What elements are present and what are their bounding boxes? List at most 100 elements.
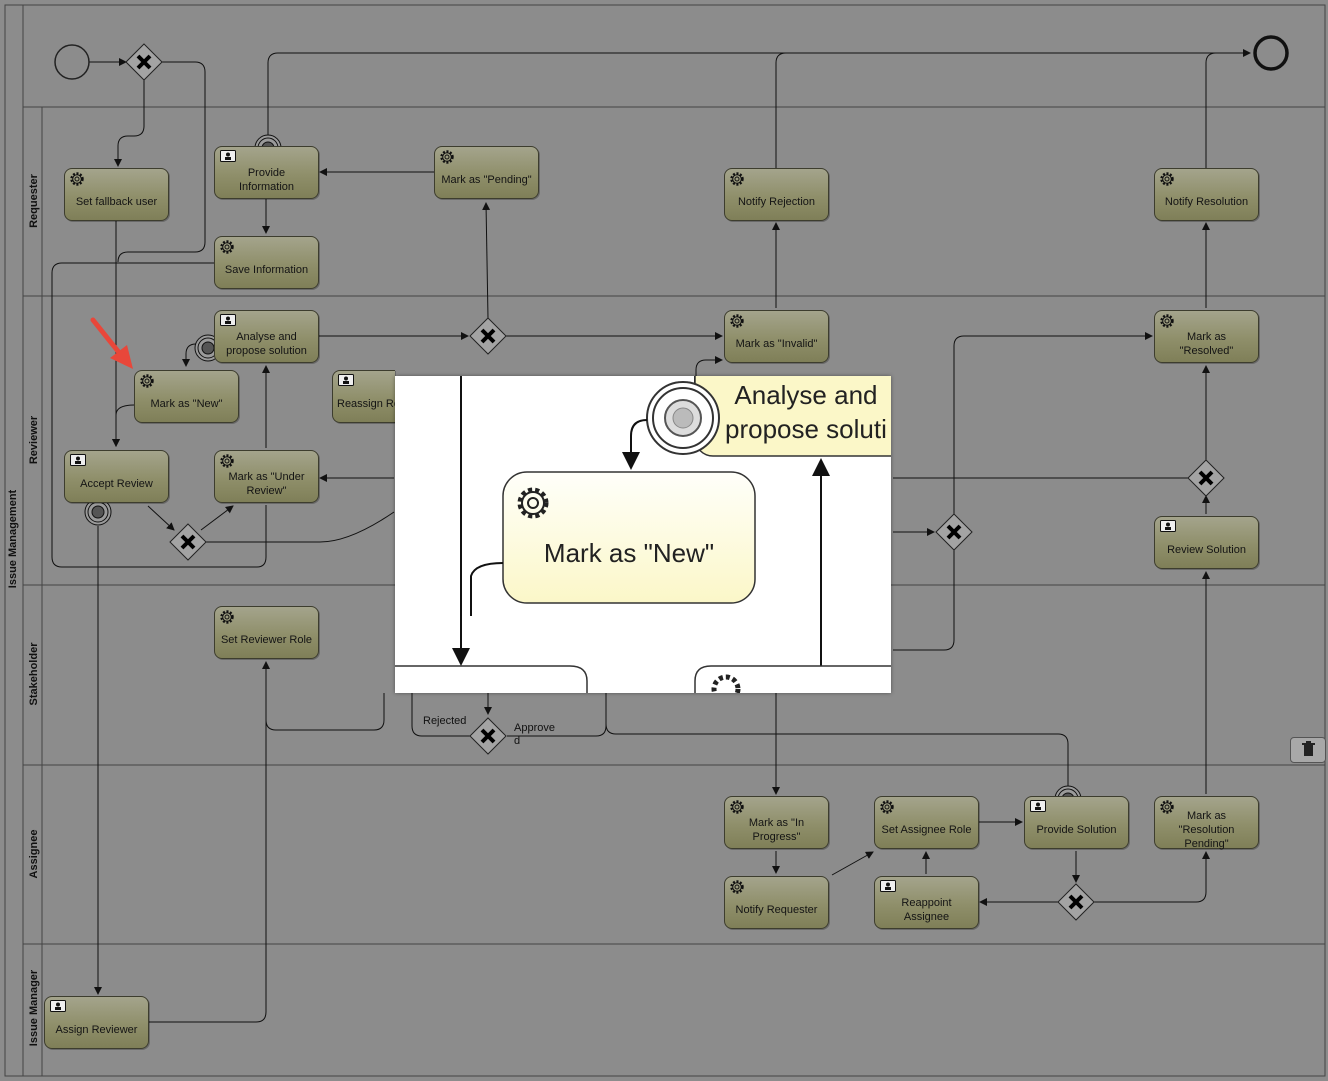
task-label: Assign Reviewer: [55, 1023, 138, 1036]
task-label: Reassign Re: [337, 397, 395, 410]
exclusive-gateway[interactable]: [469, 717, 507, 755]
flow: [893, 550, 955, 651]
gear-icon: [220, 610, 234, 627]
zoom-view: [395, 376, 891, 693]
flow: [51, 262, 267, 568]
zoom-gear-icon: [517, 487, 549, 519]
task-label: Notify Rejection: [737, 195, 816, 208]
trash-icon: [1302, 741, 1315, 756]
task-label: Mark as "In Progress": [748, 816, 805, 843]
lane-label-assignee: Assignee: [28, 829, 40, 879]
flow: [265, 662, 385, 731]
flow: [411, 693, 470, 737]
exclusive-gateway[interactable]: [469, 317, 507, 355]
flow: [695, 356, 723, 376]
gear-icon: [730, 800, 744, 817]
user-task-icon: [220, 314, 236, 329]
task-label: Review Solution: [1167, 543, 1246, 556]
task-provide-info[interactable]: Provide Information: [214, 146, 319, 199]
flow: [147, 505, 175, 531]
task-mark-pending[interactable]: Mark as "Pending": [434, 146, 539, 199]
flow-label-approved: Approve d: [514, 722, 555, 747]
zoom-analyse-label: Analyse and propose soluti: [725, 380, 887, 444]
gear-icon: [70, 172, 84, 189]
task-label: Provide Solution: [1036, 823, 1117, 836]
exclusive-gateway[interactable]: [1057, 883, 1095, 921]
exclusive-gateway[interactable]: [1187, 459, 1225, 497]
task-label: Mark as "Under Review": [228, 470, 305, 497]
task-notify-resolution[interactable]: Notify Resolution: [1154, 168, 1259, 221]
exclusive-gateway[interactable]: [935, 513, 973, 551]
task-mark-resolution-pending[interactable]: Mark as "Resolution Pending": [1154, 796, 1259, 850]
user-task-icon: [338, 374, 354, 389]
task-set-reviewer-role[interactable]: Set Reviewer Role: [214, 606, 319, 659]
exclusive-gateway[interactable]: [125, 43, 163, 81]
task-accept-review[interactable]: Accept Review: [64, 450, 169, 503]
task-set-fallback[interactable]: Set fallback user: [64, 168, 169, 221]
gear-icon: [730, 172, 744, 189]
lane-label-issue-manager: Issue Manager: [28, 969, 40, 1047]
task-label: Reappoint Assignee: [901, 896, 952, 923]
user-task-icon: [880, 880, 896, 895]
task-set-assignee-role[interactable]: Set Assignee Role: [874, 796, 979, 849]
flow: [117, 61, 206, 263]
flow: [775, 52, 787, 168]
task-label: Mark as "Pending": [441, 173, 532, 186]
flow: [267, 49, 1251, 136]
task-reappoint-assignee[interactable]: Reappoint Assignee: [874, 876, 979, 929]
task-mark-new[interactable]: Mark as "New": [134, 370, 239, 423]
exclusive-gateway[interactable]: [169, 523, 207, 561]
flow: [831, 851, 874, 876]
gear-icon: [140, 374, 154, 391]
zoom-mark-new-task[interactable]: [502, 471, 756, 604]
user-task-icon: [1030, 800, 1046, 815]
task-mark-invalid[interactable]: Mark as "Invalid": [724, 310, 829, 363]
lane-label-reviewer: Reviewer: [28, 415, 40, 465]
task-label: Set Reviewer Role: [220, 633, 313, 646]
task-provide-solution[interactable]: Provide Solution: [1024, 796, 1129, 849]
user-task-icon: [220, 150, 236, 165]
flow: [953, 332, 1153, 514]
flow-label-rejected: Rejected: [423, 715, 467, 727]
lane-label-requester: Requester: [28, 174, 40, 228]
task-review-solution[interactable]: Review Solution: [1154, 516, 1259, 569]
task-notify-rejection[interactable]: Notify Rejection: [724, 168, 829, 221]
flow: [482, 202, 491, 319]
task-label: Notify Requester: [735, 903, 818, 916]
flow: [1094, 851, 1210, 903]
gear-icon: [1160, 172, 1174, 189]
gear-icon: [880, 800, 894, 817]
flow: [1205, 52, 1217, 168]
task-save-info[interactable]: Save Information: [214, 236, 319, 289]
task-notify-requester[interactable]: Notify Requester: [724, 876, 829, 929]
zoom-timer-icon: [646, 381, 720, 455]
zoom-gear-icon-partial: [711, 674, 741, 693]
user-task-icon: [70, 454, 86, 469]
task-label: Accept Review: [80, 477, 153, 490]
task-mark-resolved[interactable]: Mark as "Resolved": [1154, 310, 1259, 363]
user-task-icon: [50, 1000, 66, 1015]
zoom-magnifier: Analyse and propose soluti Mark as "New": [395, 376, 891, 693]
task-reassign[interactable]: Reassign Re: [332, 370, 395, 423]
flow: [605, 693, 1069, 788]
gear-icon: [730, 314, 744, 331]
task-label: Analyse and propose solution: [226, 330, 307, 357]
task-label: Provide Information: [238, 166, 295, 193]
task-analyse[interactable]: Analyse and propose solution: [214, 310, 319, 363]
user-task-icon: [1160, 520, 1176, 535]
flow: [200, 505, 234, 531]
task-mark-in-progress[interactable]: Mark as "In Progress": [724, 796, 829, 849]
pool-border: [4, 4, 1326, 1077]
start-event[interactable]: [54, 44, 90, 80]
task-assign-reviewer[interactable]: Assign Reviewer: [44, 996, 149, 1049]
zoom-mark-new-label: Mark as "New": [543, 538, 715, 568]
delete-button[interactable]: [1290, 737, 1326, 763]
gear-icon: [220, 240, 234, 257]
flow: [112, 404, 135, 447]
task-label: Save Information: [224, 263, 309, 276]
end-event[interactable]: [1253, 35, 1289, 71]
task-mark-under-review[interactable]: Mark as "Under Review": [214, 450, 319, 503]
timer-boundary-event[interactable]: [84, 498, 112, 526]
pool-label: Issue Management: [7, 489, 19, 589]
